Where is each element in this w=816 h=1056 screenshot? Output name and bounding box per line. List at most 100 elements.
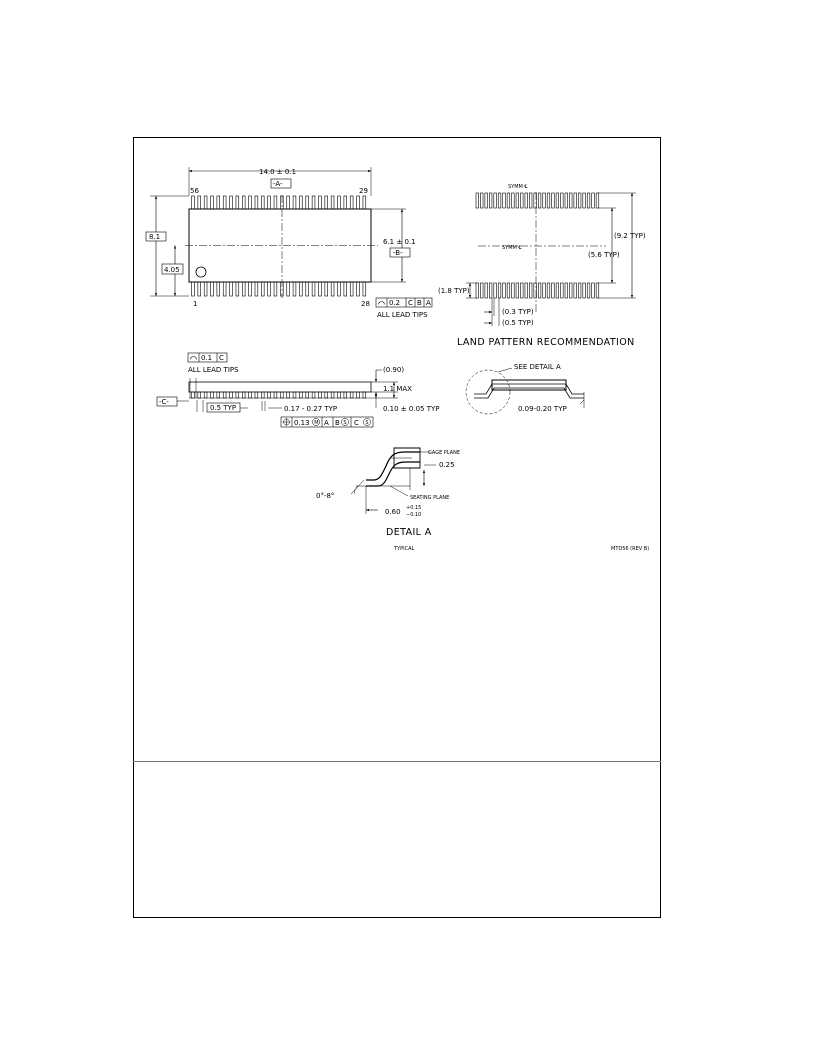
end-view-lead-profile — [474, 387, 584, 399]
land-pad — [560, 282, 564, 299]
land-pad — [595, 192, 600, 209]
side-lead — [203, 391, 208, 399]
land-pad — [502, 282, 506, 299]
lead — [286, 195, 290, 210]
side-lead — [261, 391, 265, 399]
lead — [210, 195, 214, 210]
land-pad — [591, 282, 595, 299]
lead — [311, 195, 316, 210]
land-pad — [578, 282, 582, 299]
datum-c-box — [156, 396, 178, 407]
lead — [349, 281, 354, 297]
side-lead — [248, 391, 252, 399]
land-pad — [520, 282, 524, 299]
lead — [191, 281, 195, 297]
tip-tolerance-datum-a: A — [426, 299, 431, 307]
detail-a-leader — [497, 367, 513, 373]
pin-1-indicator — [195, 266, 207, 278]
land-pad — [475, 282, 479, 299]
land-pad — [586, 192, 591, 209]
side-lead — [343, 391, 347, 399]
lead-width-label: 0.17 - 0.27 TYP — [284, 405, 337, 413]
drawing-number: MTD56 (REV B) — [611, 546, 649, 552]
coplanarity-datum: C — [219, 354, 224, 362]
lead — [248, 281, 252, 297]
max-height-label: 1.1 MAX — [383, 385, 412, 393]
land-pad — [489, 282, 493, 299]
angle-label: 0°-8° — [316, 492, 334, 500]
end-view-body — [491, 379, 567, 391]
lead — [210, 281, 214, 297]
land-pad — [511, 282, 515, 299]
side-lead — [299, 391, 303, 399]
land-pad — [555, 282, 559, 299]
foot-length-label: 0.60 — [385, 508, 401, 516]
land-pad — [480, 192, 484, 209]
pattern-span-label: (9.2 TYP) — [614, 232, 646, 240]
lead — [356, 195, 360, 210]
pad-pitch-label: (0.5 TYP) — [502, 319, 534, 327]
lead — [356, 281, 360, 297]
lead — [330, 281, 335, 297]
lead — [242, 195, 246, 210]
side-lead — [337, 391, 341, 399]
land-pad — [515, 192, 519, 209]
standoff-label: 0.10 ± 0.05 TYP — [383, 405, 440, 413]
lead — [330, 195, 335, 210]
pad-spacing-label: (5.6 TYP) — [588, 251, 620, 259]
see-detail-label: SEE DETAIL A — [514, 363, 561, 371]
land-pad — [480, 282, 484, 299]
side-lead — [362, 391, 367, 399]
body-width-label: 6.1 ± 0.1 — [383, 238, 416, 246]
land-pad — [551, 282, 555, 299]
lead — [362, 281, 367, 297]
position-tolerance-datum-c: C — [354, 419, 359, 427]
land-pad — [511, 192, 515, 209]
lead — [292, 195, 297, 210]
land-pad — [564, 282, 568, 299]
side-lead — [349, 391, 354, 399]
detail-a-subtitle: TYPICAL — [393, 546, 415, 552]
foot-tolerance-minus: −0.10 — [406, 512, 421, 518]
rfs-circle — [363, 418, 371, 426]
land-pad — [542, 192, 546, 209]
side-lead — [311, 391, 316, 399]
side-lead — [292, 391, 297, 399]
position-tolerance-m: M — [314, 420, 318, 426]
standoff-ref-label: (0.90) — [383, 366, 404, 374]
side-lead — [330, 391, 335, 399]
lead — [197, 281, 201, 297]
lead — [324, 281, 328, 297]
land-pad — [582, 192, 586, 209]
lead — [337, 281, 341, 297]
side-view-body — [188, 381, 372, 393]
side-view-labels: 0.1 C ALL LEAD TIPS -C- 0.5 TYP 0.17 - 0… — [159, 354, 440, 427]
lead-bottom-surface — [366, 461, 420, 487]
side-lead — [191, 391, 195, 399]
detail-a-labels: GAGE PLANE 0.25 SEATING PLANE 0°-8° 0.60… — [316, 450, 649, 552]
end-view — [465, 367, 585, 415]
coplanarity-frame — [187, 352, 228, 363]
land-pad — [506, 282, 511, 299]
lead — [299, 281, 303, 297]
land-pad — [582, 282, 586, 299]
land-pad — [529, 282, 533, 299]
land-pad — [493, 282, 497, 299]
lead — [203, 195, 208, 210]
pin-29-label: 29 — [359, 187, 368, 195]
max-material-circle — [312, 418, 320, 426]
land-pad — [475, 192, 479, 209]
lead — [191, 195, 195, 210]
pitch-box — [206, 402, 241, 413]
side-lead — [267, 391, 271, 399]
lead — [343, 281, 347, 297]
datum-b-label: -B- — [393, 249, 403, 257]
land-pad — [497, 282, 502, 299]
land-pattern-title: LAND PATTERN RECOMMENDATION — [457, 337, 635, 348]
lead — [286, 281, 290, 297]
land-pad — [578, 192, 582, 209]
pad-length-label: (1.8 TYP) — [438, 287, 470, 295]
side-lead — [242, 391, 246, 399]
length-label: 14.0 ± 0.1 — [259, 168, 296, 176]
side-lead — [229, 391, 233, 399]
